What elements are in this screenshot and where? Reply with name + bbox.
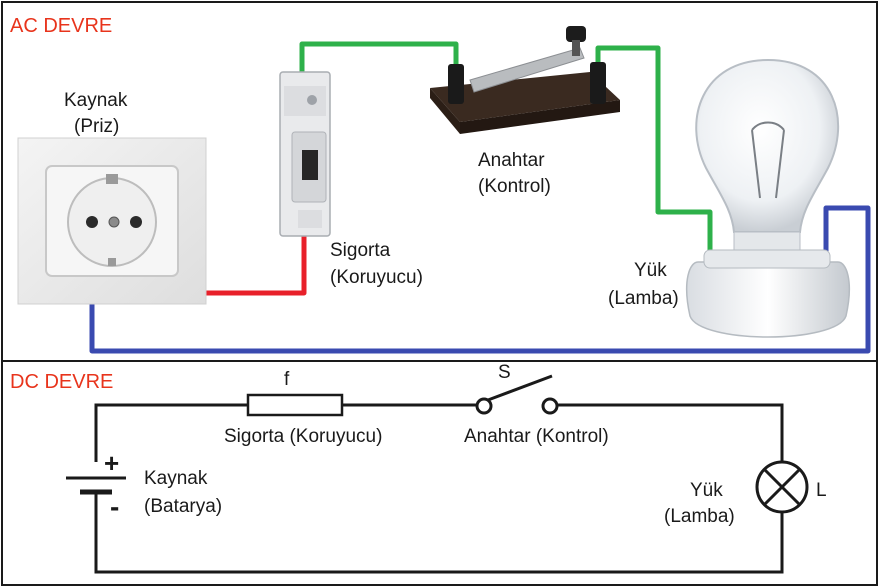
ac-load-label-1: Yük: [634, 260, 667, 281]
knife-switch-icon: [430, 26, 620, 134]
ac-fuse-label-1: Sigorta: [330, 240, 391, 261]
dc-fuse-label: Sigorta (Koruyucu): [224, 426, 382, 447]
lamp-symbol-icon: [755, 460, 809, 514]
dc-switch-label: Anahtar (Kontrol): [464, 426, 609, 447]
dc-fuse-symbol: f: [284, 369, 290, 390]
dc-source-label-2: (Batarya): [144, 496, 222, 517]
ac-switch-label-2: (Kontrol): [478, 176, 551, 197]
ac-source-label-2: (Priz): [74, 116, 119, 137]
switch-symbol-icon: [475, 374, 559, 415]
ac-title: AC DEVRE: [10, 15, 112, 37]
ac-source-label-1: Kaynak: [64, 90, 128, 111]
fuse-symbol-icon: [246, 393, 344, 417]
blue-wire: [89, 205, 871, 354]
battery-plus: +: [104, 448, 119, 478]
dc-load-label-1: Yük: [690, 480, 723, 501]
circuit-breaker-icon: [279, 71, 331, 237]
light-bulb-icon: [685, 58, 851, 338]
ac-fuse-label-2: (Koruyucu): [330, 267, 423, 288]
dc-circuit-wires: [94, 403, 784, 574]
green-wire-2: [595, 45, 713, 262]
battery-minus: -: [110, 491, 119, 522]
wall-socket-icon: [17, 137, 207, 305]
green-wire-1: [299, 41, 459, 88]
dc-switch-symbol: S: [498, 362, 511, 383]
dc-load-label-2: (Lamba): [664, 506, 735, 527]
ac-switch-label-1: Anahtar: [478, 150, 545, 171]
dc-source-label-1: Kaynak: [144, 468, 208, 489]
dc-lamp-symbol: L: [816, 480, 827, 501]
battery-symbol-icon: [66, 476, 126, 495]
ac-load-label-2: (Lamba): [608, 288, 679, 309]
dc-title: DC DEVRE: [10, 371, 113, 393]
